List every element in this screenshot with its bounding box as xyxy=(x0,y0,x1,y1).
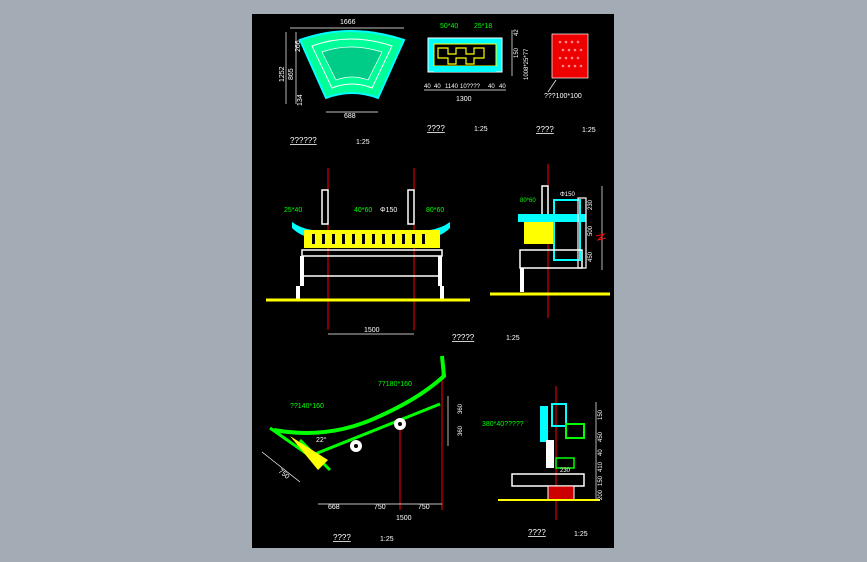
label-fl-a: 25*40 xyxy=(284,207,302,214)
dim-bottom-part: 134 xyxy=(297,94,304,106)
dim-right-b: 150 xyxy=(514,47,520,58)
caption-detail: ???? xyxy=(528,528,546,537)
dim-bl-b2: 750 xyxy=(374,504,386,511)
dim-br-4: 410 xyxy=(598,461,604,472)
dim-br-inner: 230 xyxy=(560,468,571,474)
dim-bot-2: 40 xyxy=(434,84,441,90)
dim-top-a: 50*40 xyxy=(440,23,458,30)
dim-br-6: 200 xyxy=(598,489,604,500)
scale-front: 1:25 xyxy=(506,335,520,342)
dim-bl-total: 1500 xyxy=(396,515,412,522)
dim-top-b: 25*18 xyxy=(474,23,492,30)
dim-bl-b1: 668 xyxy=(328,504,340,511)
red-detail-block xyxy=(547,33,589,93)
fan-plan-view xyxy=(285,27,406,113)
dim-br-1: 150 xyxy=(598,409,604,420)
caption-railing: ???? xyxy=(427,124,445,133)
dim-bot-6: 40 xyxy=(499,84,506,90)
scale-fan-plan: 1:25 xyxy=(356,139,370,146)
label-fl-d: 80*60 xyxy=(426,207,444,214)
dim-top-part: 266 xyxy=(295,40,302,52)
dim-bot-4: 10???? xyxy=(460,84,481,90)
dim-right-a: 42 xyxy=(514,29,520,36)
dim-inner-height: 865 xyxy=(288,68,295,80)
scale-red-block: 1:25 xyxy=(582,127,596,134)
label-fl-b: 40*60 xyxy=(354,207,372,214)
dim-bl-slant: 750 xyxy=(277,468,291,481)
caption-red-block: ???? xyxy=(536,125,554,134)
label-br: 380*40????? xyxy=(482,421,524,428)
scale-railing: 1:25 xyxy=(474,126,488,133)
dim-right-c: 1008*25*77 xyxy=(524,48,530,80)
label-fl-c: Φ150 xyxy=(380,207,397,214)
dim-sr-a: 230 xyxy=(588,199,594,210)
front-elevation xyxy=(266,168,470,335)
dim-bl-r1: 360 xyxy=(458,403,464,414)
dim-height: 1252 xyxy=(279,66,286,82)
dim-sr-c: 450 xyxy=(588,251,594,262)
dim-bl-b3: 750 xyxy=(418,504,430,511)
dim-br-2: 450 xyxy=(598,431,604,442)
caption-section: ???? xyxy=(333,533,351,542)
dim-bl-r2: 360 xyxy=(458,425,464,436)
dim-bot-1: 40 xyxy=(424,84,431,90)
scale-detail: 1:25 xyxy=(574,531,588,538)
railing-panel-view xyxy=(424,30,513,91)
label-sr-a: 80*60 xyxy=(520,198,536,204)
scale-section: 1:25 xyxy=(380,536,394,543)
dim-bot-3: 1140 xyxy=(445,84,459,90)
dim-br-5: 150 xyxy=(598,475,604,486)
detail-section xyxy=(498,386,600,520)
label-bl-a: ??140*160 xyxy=(290,403,324,410)
label-sr-b: Φ150 xyxy=(560,192,575,198)
label-bl-b: 77180*160 xyxy=(378,381,412,388)
caption-front: ????? xyxy=(452,333,475,342)
side-elevation xyxy=(490,164,610,318)
dim-sr-b: 500 xyxy=(588,225,594,236)
dim-fl-width: 1500 xyxy=(364,327,380,334)
dim-bot-5: 40 xyxy=(488,84,495,90)
dim-bottom-width: 688 xyxy=(344,113,356,120)
angle-bl: 22° xyxy=(316,436,327,444)
note-red-block: ???100*100 xyxy=(544,93,582,100)
curved-section xyxy=(261,355,449,510)
dim-panel-width: 1300 xyxy=(456,96,472,103)
dim-br-3: 40 xyxy=(598,449,604,456)
caption-fan-plan: ?????? xyxy=(290,136,317,145)
dim-top-width: 1666 xyxy=(340,19,356,26)
